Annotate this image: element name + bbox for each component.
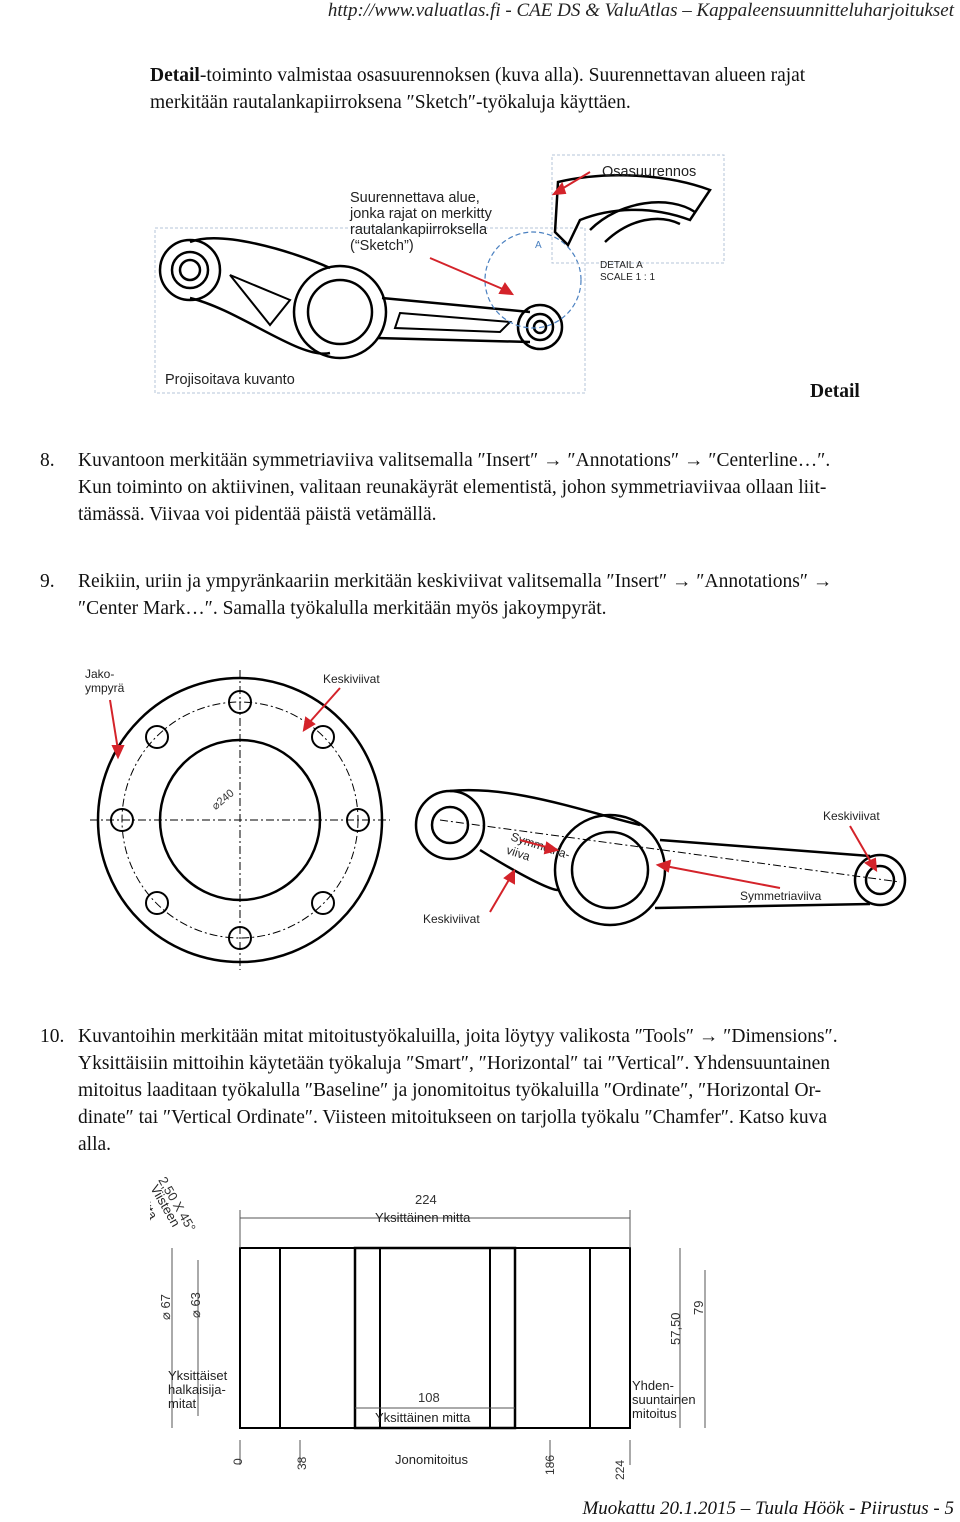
intro-paragraph: Detail-toiminto valmistaa osasuurennokse… <box>150 62 910 116</box>
dimension-figure: 2,50 X 45° Viisteen mitta 224 Yksittäine… <box>150 1174 706 1480</box>
intro-bold: Detail <box>150 65 200 86</box>
bracket-part <box>158 237 564 360</box>
dim-d63: ⌀ 63 <box>188 1292 203 1318</box>
sketch-frame <box>154 227 586 394</box>
item10-text: Kuvantoihin merkitään mitat mitoitustyök… <box>78 1026 838 1155</box>
centermark-figure: ⌀240 Jako- ympyrä Keskiviivat Keskiviiva… <box>85 667 907 970</box>
item9-text: Reikiin, uriin ja ympyränkaariin merkitä… <box>78 571 833 619</box>
intro-line2: merkitään rautalankapiirroksena ″Sketch″… <box>150 92 631 113</box>
diameter-dim: ⌀240 <box>210 787 237 812</box>
detail-frame <box>551 154 725 264</box>
detail-caption: DETAIL A SCALE 1 : 1 <box>600 260 655 283</box>
dimension-lines <box>171 1210 706 1465</box>
keski-label-2: Keskiviivat <box>423 912 480 926</box>
ord-38: 38 <box>295 1456 309 1470</box>
ord-186: 186 <box>543 1455 557 1475</box>
flange-part <box>90 670 390 970</box>
intro-line1: -toiminto valmistaa osasuurennoksen (kuv… <box>199 65 806 86</box>
red-arrows <box>429 171 591 296</box>
dim-79: 79 <box>691 1301 706 1315</box>
ordinate-label: Jonomitoitus <box>395 1452 468 1467</box>
parallel-label: Yhden- suuntainen mitoitus <box>632 1378 699 1421</box>
ord-0: 0 <box>231 1458 245 1465</box>
detail-circle <box>484 231 582 329</box>
region-label: Suurennettava alue, jonka rajat on merki… <box>349 190 496 254</box>
bracket-part-2 <box>414 788 907 927</box>
dim-5750: 57,50 <box>668 1312 683 1345</box>
figure1-caption: Detail <box>810 381 860 402</box>
single-label-top: Yksittäinen mitta <box>375 1210 471 1225</box>
symmetry-line <box>439 819 901 883</box>
page-header: http://www.valuatlas.fi - CAE DS & ValuA… <box>327 0 954 21</box>
projected-label: Projisoitava kuvanto <box>165 372 295 388</box>
diameter-label: Yksittäiset halkaisija- mitat <box>168 1368 231 1411</box>
shaft-part <box>239 1246 631 1430</box>
detail-figure: A Suurennettava alue, jonka rajat on mer… <box>154 154 725 394</box>
dim-108: 108 <box>418 1390 440 1405</box>
detail-marker: A <box>535 240 542 251</box>
item8-number: 8. <box>40 450 55 471</box>
page-footer: Muokattu 20.1.2015 – Tuula Höök - Piirus… <box>582 1498 954 1519</box>
red-arrows-2 <box>109 687 878 913</box>
dim-d67: ⌀ 67 <box>158 1294 173 1320</box>
keski-label-1: Keskiviivat <box>323 672 380 686</box>
item8-text: Kuvantoon merkitään symmetriaviiva valit… <box>78 450 831 525</box>
detail-label: Osasuurennos <box>602 164 696 180</box>
symm-label-2: Symmetriaviiva <box>740 889 822 903</box>
detail-enlargement <box>553 174 712 248</box>
jako-label: Jako- ympyrä <box>85 667 125 695</box>
dim-224: 224 <box>415 1192 437 1207</box>
item10-number: 10. <box>40 1026 65 1047</box>
single-label-bottom: Yksittäinen mitta <box>375 1410 471 1425</box>
symm-label-1: Symmetria- viiva <box>505 830 575 877</box>
keski-label-3: Keskiviivat <box>823 809 880 823</box>
item9-number: 9. <box>40 571 55 592</box>
ord-224: 224 <box>613 1460 627 1480</box>
